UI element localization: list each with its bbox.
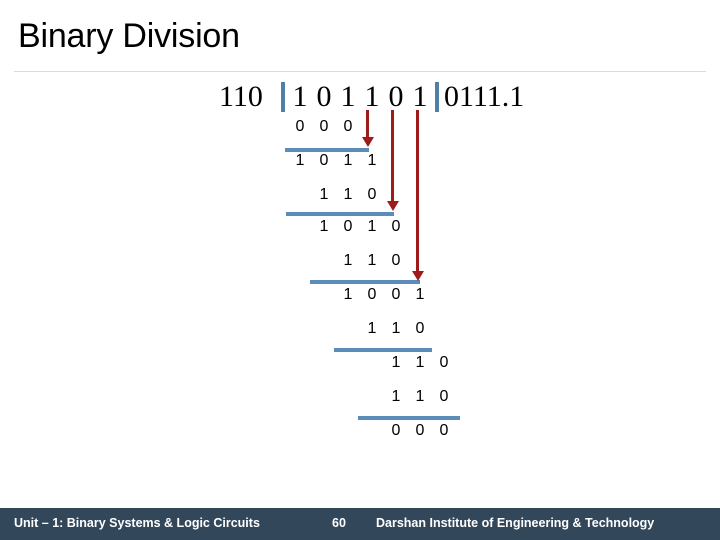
digit: 1 (367, 218, 377, 235)
digit: 1 (415, 286, 425, 303)
digit: 0 (343, 218, 353, 235)
arrow-head-icon (386, 201, 399, 211)
quotient-value: 0111.1 (444, 80, 525, 113)
step-underline-4 (334, 348, 432, 352)
step-row-subtract-4: 1 1 0 (360, 320, 432, 338)
arrow-head-icon (411, 271, 424, 281)
digit: 1 (343, 252, 353, 269)
step-underline-5 (358, 416, 460, 420)
digit: 1 (367, 252, 377, 269)
digit: 1 (367, 320, 377, 337)
digit: 1 (415, 388, 425, 405)
digit: 0 (343, 118, 353, 135)
divisor-value: 110 (219, 80, 263, 113)
quotient-separator-bar (435, 82, 439, 112)
digit: 1 (319, 218, 329, 235)
bring-down-arrow-3 (411, 110, 424, 281)
digit: 0 (367, 286, 377, 303)
digit: 0 (367, 186, 377, 203)
step-underline-3 (310, 280, 420, 284)
step-row-subtract-1: 0 0 0 (288, 118, 360, 136)
step-row-subtract-2: 1 1 0 (312, 186, 384, 204)
dividend-digit: 1 (412, 80, 428, 113)
digit: 1 (415, 354, 425, 371)
digit: 0 (439, 354, 449, 371)
step-row-subtract-3: 1 1 0 (336, 252, 408, 270)
digit: 0 (415, 422, 425, 439)
digit: 1 (295, 152, 305, 169)
digit: 0 (319, 118, 329, 135)
title-divider (14, 71, 706, 72)
arrow-head-icon (361, 137, 374, 147)
dividend-digit: 0 (388, 80, 404, 113)
digit: 1 (319, 186, 329, 203)
digit: 0 (391, 218, 401, 235)
step-row-subtract-5: 1 1 0 (384, 388, 456, 406)
divisor-separator-bar (281, 82, 285, 112)
digit: 0 (439, 388, 449, 405)
digit: 0 (391, 422, 401, 439)
binary-division-worksheet: 110 1 0 1 1 0 1 0111.1 0 0 0 1 0 1 1 (0, 78, 720, 488)
digit: 1 (343, 152, 353, 169)
digit: 1 (343, 286, 353, 303)
bring-down-arrow-1 (361, 110, 374, 147)
bring-down-arrow-2 (386, 110, 399, 211)
page-title: Binary Division (18, 17, 240, 55)
dividend-digit: 1 (364, 80, 380, 113)
step-row-remainder-4: 1 1 0 (384, 354, 456, 372)
dividend-value: 1 0 1 1 0 1 (288, 80, 432, 114)
step-row-remainder-3: 1 0 0 1 (336, 286, 432, 304)
digit: 1 (391, 354, 401, 371)
digit: 0 (415, 320, 425, 337)
dividend-digit: 1 (340, 80, 356, 113)
digit: 0 (391, 252, 401, 269)
digit: 0 (295, 118, 305, 135)
step-underline-1 (285, 148, 369, 152)
step-row-remainder-1: 1 0 1 1 (288, 152, 384, 170)
digit: 1 (391, 388, 401, 405)
step-underline-2 (286, 212, 394, 216)
step-row-remainder-2: 1 0 1 0 (312, 218, 408, 236)
slide-footer: Unit – 1: Binary Systems & Logic Circuit… (0, 508, 720, 540)
division-top-row: 110 1 0 1 1 0 1 0111.1 (0, 78, 720, 116)
footer-institute-label: Darshan Institute of Engineering & Techn… (376, 516, 655, 530)
digit: 0 (391, 286, 401, 303)
digit: 1 (391, 320, 401, 337)
footer-page-number: 60 (332, 516, 346, 530)
footer-unit-label: Unit – 1: Binary Systems & Logic Circuit… (14, 516, 260, 530)
digit: 1 (343, 186, 353, 203)
digit: 0 (319, 152, 329, 169)
dividend-digit: 1 (292, 80, 308, 113)
dividend-digit: 0 (316, 80, 332, 113)
digit: 1 (367, 152, 377, 169)
step-row-final-remainder: 0 0 0 (384, 422, 456, 440)
digit: 0 (439, 422, 449, 439)
